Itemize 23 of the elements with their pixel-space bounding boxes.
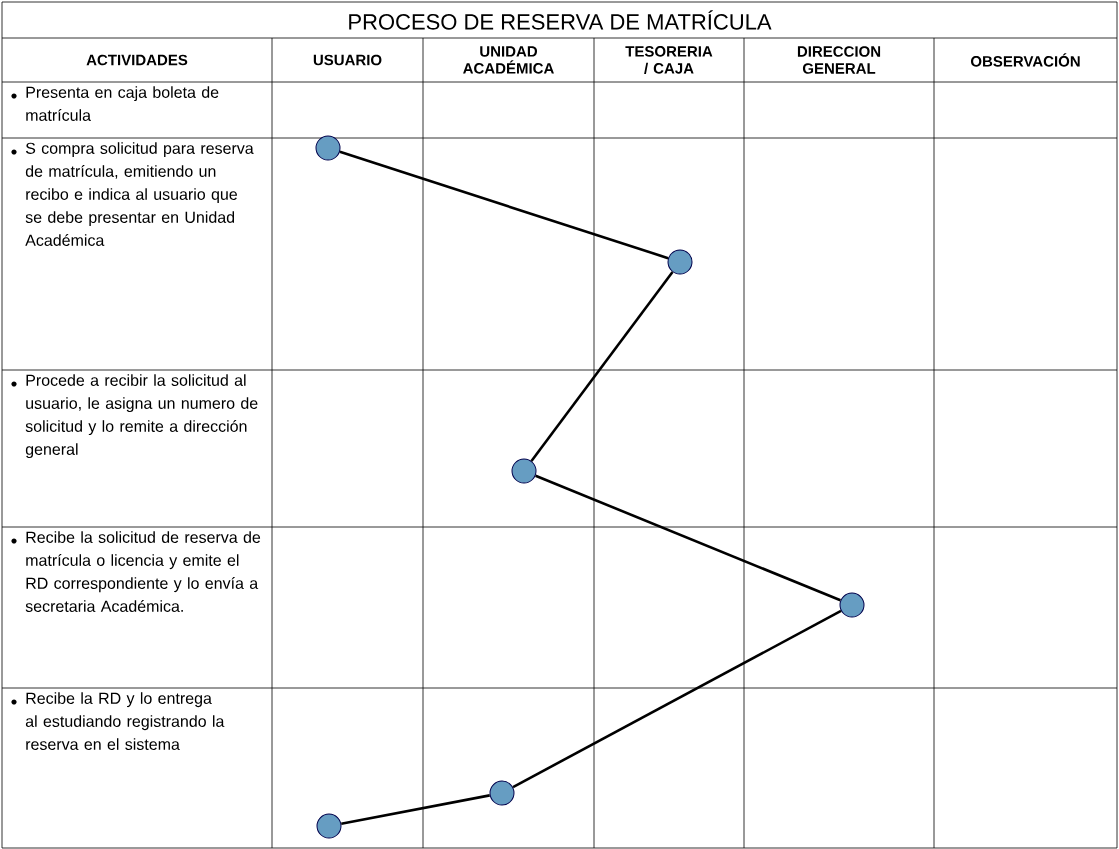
column-header: UNIDAD ACADÉMICA — [463, 46, 554, 74]
column-header: USUARIO — [313, 54, 382, 66]
activity-text: Recibe la solicitud de reserva de matrícula o licencia y emite el RD correspondiente y lo envía a secretaria Académica. — [25, 531, 261, 612]
column-header: DIRECCION GENERAL — [797, 46, 881, 74]
flow-point — [316, 813, 342, 839]
column-header: TESORERIA / CAJA — [625, 46, 713, 74]
title: PROCESO DE RESERVA DE MATRÍCULA — [349, 10, 772, 30]
column-header: OBSERVACIÓN — [970, 53, 1080, 67]
connector-line — [339, 150, 669, 260]
flow-point — [511, 458, 537, 484]
connector-line — [530, 271, 674, 462]
column-header: ACTIVIDADES — [86, 54, 188, 66]
connector-line — [535, 474, 841, 602]
activity-text: Recibe la RD y lo entrega al estudiando registrando la reserva en el sistema — [25, 692, 225, 750]
flow-point — [667, 249, 693, 275]
flow-point — [839, 592, 865, 618]
activity-text: Presenta en caja boleta de matrícula — [26, 86, 219, 121]
flow-point — [489, 780, 515, 806]
connector-line — [341, 794, 490, 825]
connector-line — [512, 609, 842, 789]
flow-point — [315, 135, 341, 161]
activity-text: S compra solicitud para reserva de matrícula, emitiendo un recibo e indica al usuario que se debe presentar en Unidad Académica — [25, 142, 254, 246]
activity-text: Procede a recibir la solicitud al usuario, le asigna un numero de solicitud y lo remite a dirección general — [25, 374, 258, 459]
